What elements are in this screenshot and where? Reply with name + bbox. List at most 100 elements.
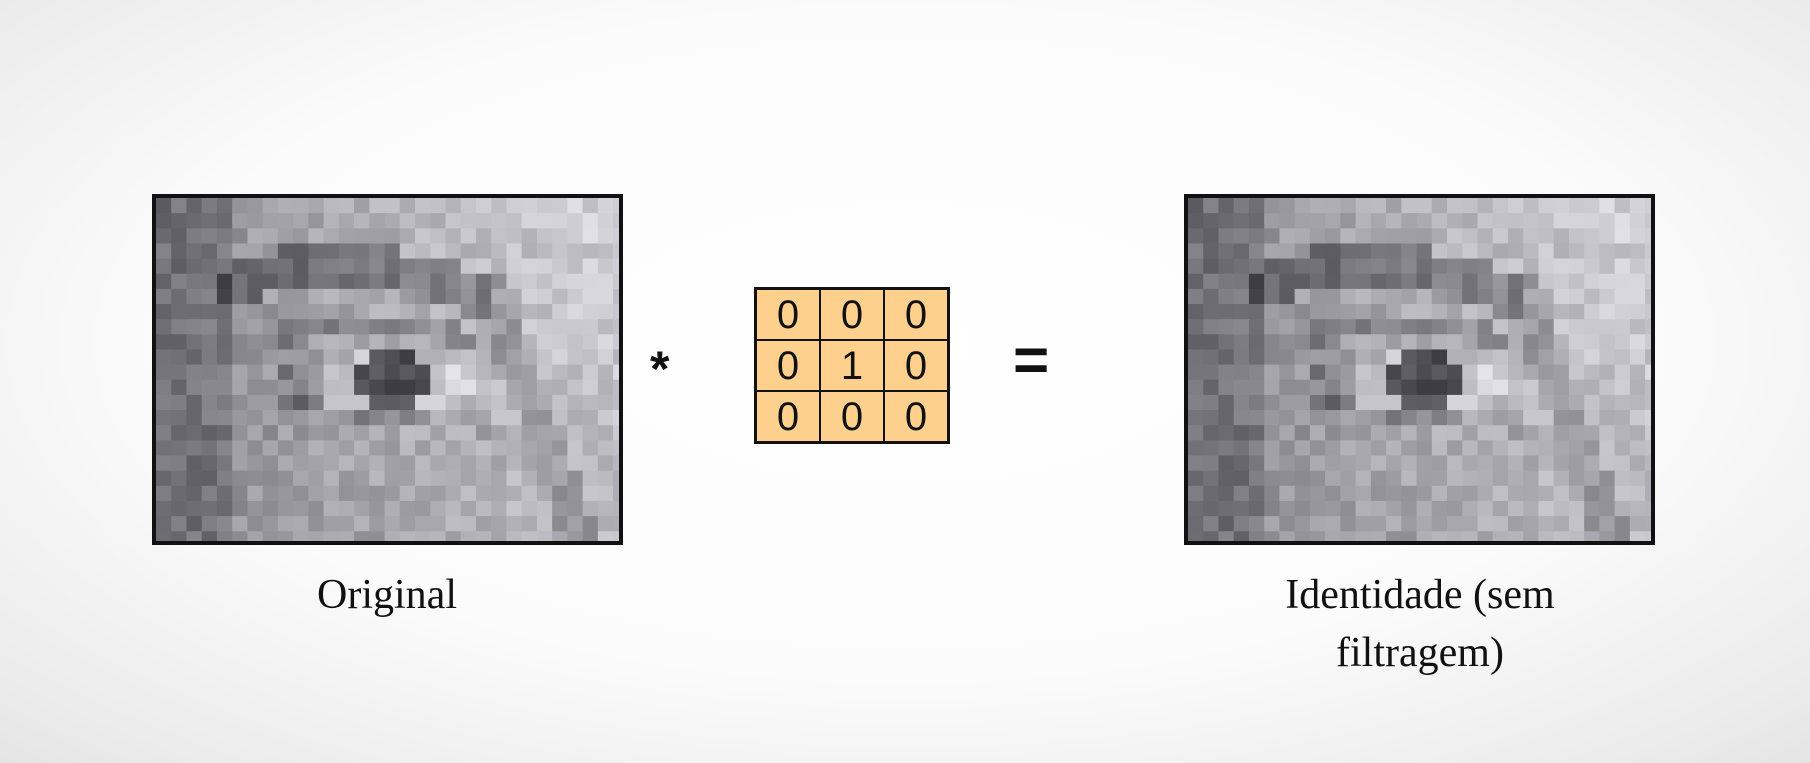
- photo-pixel: [1340, 410, 1357, 426]
- photo-pixel: [1431, 198, 1448, 214]
- photo-pixel: [1447, 288, 1463, 305]
- photo-pixel: [1462, 334, 1479, 351]
- photo-pixel: [186, 288, 203, 305]
- photo-pixel: [1477, 455, 1494, 472]
- photo-pixel: [323, 258, 340, 275]
- eye-photo-original: [156, 198, 619, 541]
- photo-pixel: [171, 440, 188, 457]
- photo-pixel: [323, 198, 340, 214]
- photo-pixel: [1492, 198, 1509, 214]
- photo-pixel: [1568, 500, 1585, 517]
- photo-pixel: [1523, 394, 1540, 411]
- photo-pixel: [399, 516, 416, 532]
- photo-pixel: [323, 273, 340, 290]
- photo-pixel: [552, 379, 568, 396]
- photo-pixel: [1477, 485, 1494, 502]
- photo-pixel: [1248, 198, 1265, 214]
- photo-pixel: [186, 470, 203, 487]
- photo-pixel: [354, 440, 370, 457]
- photo-pixel: [1584, 516, 1600, 532]
- photo-pixel: [430, 470, 447, 487]
- photo-pixel: [201, 379, 218, 396]
- photo-pixel: [1218, 394, 1235, 411]
- photo-pixel: [460, 288, 477, 305]
- photo-pixel: [1325, 485, 1341, 502]
- photo-pixel: [1386, 531, 1402, 541]
- photo-pixel: [460, 531, 477, 541]
- photo-pixel: [521, 485, 538, 502]
- photo-pixel: [536, 258, 553, 275]
- photo-pixel: [384, 304, 401, 320]
- photo-pixel: [1416, 304, 1433, 320]
- photo-pixel: [1447, 470, 1463, 487]
- photo-pixel: [430, 425, 447, 441]
- photo-pixel: [460, 258, 477, 275]
- photo-pixel: [308, 273, 325, 290]
- photo-pixel: [1340, 379, 1357, 396]
- photo-pixel: [1218, 455, 1235, 472]
- photo-pixel: [399, 304, 416, 320]
- photo-pixel: [460, 273, 477, 290]
- photo-pixel: [156, 531, 172, 541]
- photo-pixel: [247, 319, 264, 335]
- photo-pixel: [1233, 364, 1250, 381]
- photo-pixel: [232, 243, 249, 260]
- photo-pixel: [1492, 500, 1509, 517]
- photo-pixel: [354, 213, 370, 229]
- photo-pixel: [552, 410, 568, 426]
- photo-pixel: [216, 258, 233, 275]
- photo-pixel: [308, 243, 325, 260]
- kernel-row: 0 0 0: [754, 287, 950, 341]
- photo-pixel: [582, 198, 599, 214]
- photo-pixel: [613, 198, 619, 214]
- photo-pixel: [536, 394, 553, 411]
- photo-pixel: [323, 349, 340, 366]
- photo-pixel: [1492, 213, 1509, 229]
- photo-pixel: [1538, 440, 1555, 457]
- photo-pixel: [445, 425, 462, 441]
- photo-pixel: [1294, 334, 1311, 351]
- photo-pixel: [1248, 273, 1265, 290]
- photo-pixel: [1538, 470, 1555, 487]
- photo-pixel: [1614, 198, 1631, 214]
- photo-pixel: [262, 500, 279, 517]
- photo-pixel: [1431, 228, 1448, 245]
- photo-pixel: [1568, 455, 1585, 472]
- photo-pixel: [1568, 198, 1585, 214]
- photo-pixel: [293, 485, 309, 502]
- photo-pixel: [521, 410, 538, 426]
- photo-pixel: [1264, 364, 1281, 381]
- photo-pixel: [536, 531, 553, 541]
- photo-pixel: [247, 470, 264, 487]
- photo-pixel: [1386, 334, 1402, 351]
- photo-pixel: [1538, 349, 1555, 366]
- photo-pixel: [338, 288, 355, 305]
- photo-pixel: [491, 379, 508, 396]
- photo-pixel: [1447, 531, 1463, 541]
- photo-pixel: [201, 304, 218, 320]
- photo-pixel: [1233, 531, 1250, 541]
- photo-pixel: [1386, 410, 1402, 426]
- photo-pixel: [475, 319, 492, 335]
- photo-pixel: [1462, 319, 1479, 335]
- photo-pixel: [171, 516, 188, 532]
- photo-pixel: [1614, 334, 1631, 351]
- photo-pixel: [308, 455, 325, 472]
- photo-pixel: [1233, 198, 1250, 214]
- photo-pixel: [1492, 379, 1509, 396]
- photo-pixel: [1233, 258, 1250, 275]
- photo-pixel: [277, 455, 294, 472]
- photo-pixel: [1507, 455, 1524, 472]
- photo-pixel: [521, 500, 538, 517]
- photo-pixel: [1325, 394, 1341, 411]
- photo-pixel: [262, 258, 279, 275]
- photo-pixel: [491, 485, 508, 502]
- photo-pixel: [247, 485, 264, 502]
- photo-pixel: [1538, 485, 1555, 502]
- photo-pixel: [1645, 394, 1651, 411]
- photo-pixel: [1203, 440, 1220, 457]
- photo-pixel: [430, 485, 447, 502]
- photo-pixel: [1477, 304, 1494, 320]
- photo-pixel: [445, 273, 462, 290]
- photo-pixel: [1370, 410, 1387, 426]
